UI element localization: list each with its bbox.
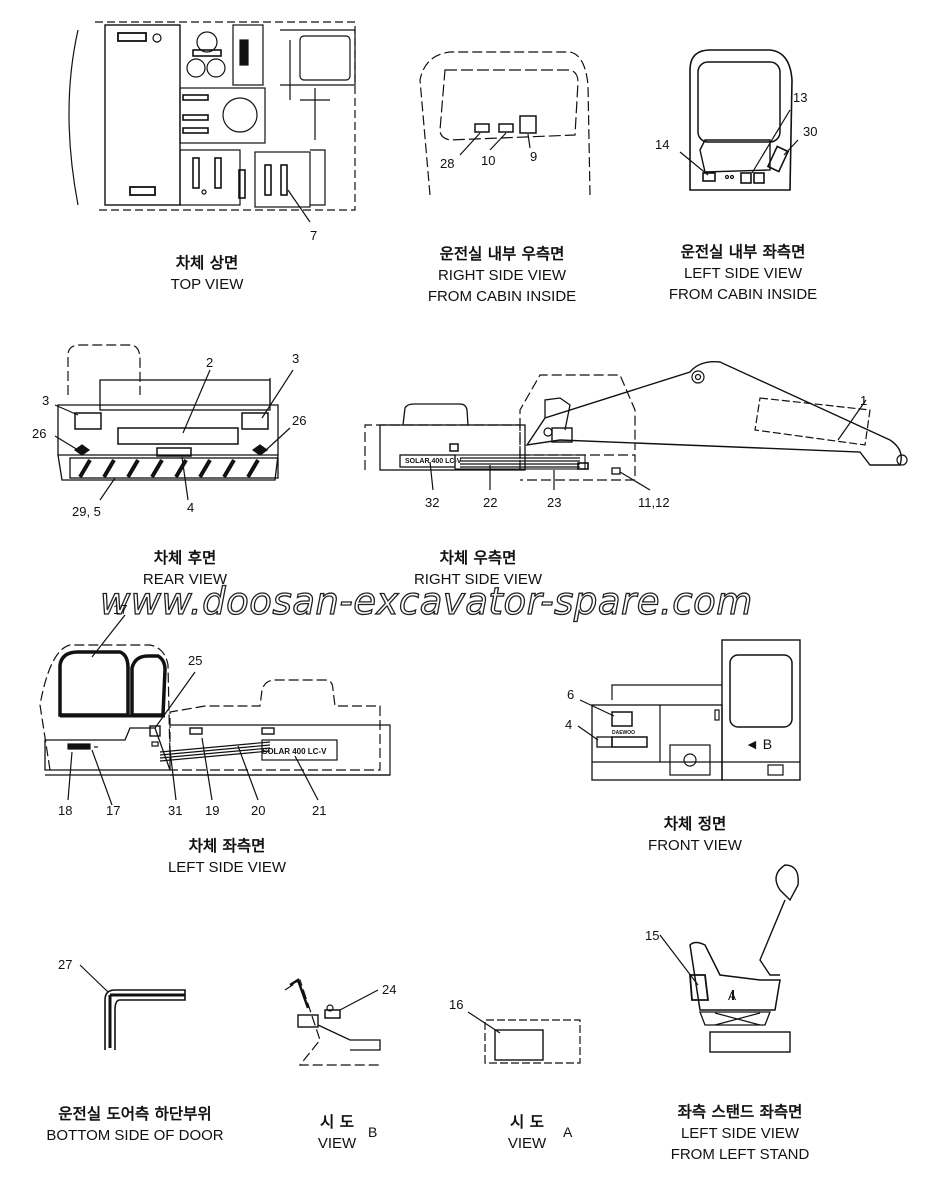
arrow-a-label: A <box>728 989 737 1003</box>
cabin-left-title-ko: 운전실 내부 좌측면 <box>680 243 806 261</box>
callout-2: 2 <box>206 355 214 370</box>
top-view-title-ko: 차체 상면 <box>175 254 239 272</box>
stand-title-en2: FROM LEFT STAND <box>670 1146 810 1163</box>
callout-7: 7 <box>310 228 318 243</box>
callout-3-left: 3 <box>42 393 50 408</box>
callout-25: 25 <box>188 653 203 668</box>
view-a-drawing <box>467 1011 581 1064</box>
view-b-letter: B <box>368 1124 378 1140</box>
cabin-right-caption: 운전실 내부 우측면 RIGHT SIDE VIEW FROM CABIN IN… <box>392 244 612 307</box>
callout-28: 28 <box>440 156 455 171</box>
view-b-title-en: VIEW <box>317 1135 357 1152</box>
callout-6: 6 <box>567 687 575 702</box>
callout-32: 32 <box>425 495 440 510</box>
callout-4-front: 4 <box>565 717 573 732</box>
callout-17-top: 17 <box>113 602 128 617</box>
callout-3-right: 3 <box>292 351 300 366</box>
door-bottom-title-en: BOTTOM SIDE OF DOOR <box>46 1127 224 1144</box>
callout-10: 10 <box>481 153 496 168</box>
view-b-title-ko: 시 도 <box>320 1113 354 1131</box>
top-view-drawing <box>68 21 356 223</box>
callout-24: 24 <box>382 982 397 997</box>
watermark: www.doosan-excavator-spare.com <box>99 579 753 623</box>
cabin-right-inside-drawing <box>419 51 591 196</box>
callout-27: 27 <box>58 957 73 972</box>
callout-30: 30 <box>803 124 818 139</box>
callout-16: 16 <box>449 997 464 1012</box>
door-bottom-drawing <box>79 964 186 1050</box>
cabin-left-title-en: LEFT SIDE VIEW <box>683 265 803 282</box>
right-side-view-drawing <box>364 361 908 491</box>
top-view-caption: 차체 상면 TOP VIEW <box>107 253 307 295</box>
door-bottom-title-ko: 운전실 도어측 하단부위 <box>58 1105 212 1123</box>
arrow-b-label: ◄ B <box>745 736 773 752</box>
callout-11-12: 11,12 <box>638 495 670 510</box>
callout-18: 18 <box>58 803 73 818</box>
view-b-caption: 시 도 VIEW <box>297 1112 377 1154</box>
left-side-title-en: LEFT SIDE VIEW <box>167 859 287 876</box>
callout-26-left: 26 <box>32 426 47 441</box>
view-a-title-en: VIEW <box>507 1135 547 1152</box>
view-a-title-ko: 시 도 <box>510 1113 544 1131</box>
front-view-title-ko: 차체 정면 <box>663 815 727 833</box>
callout-14: 14 <box>655 137 670 152</box>
view-a-caption: 시 도 VIEW <box>487 1112 567 1154</box>
stand-title-ko: 좌측 스탠드 좌측면 <box>677 1103 803 1121</box>
callout-26-right: 26 <box>292 413 307 428</box>
callout-19: 19 <box>205 803 220 818</box>
cabin-right-title-en: RIGHT SIDE VIEW <box>437 267 567 284</box>
callout-9: 9 <box>530 149 538 164</box>
solar-decal-left: SOLAR 400 LC-V <box>262 747 327 756</box>
callout-15: 15 <box>645 928 660 943</box>
seat-drawing <box>659 864 799 1053</box>
callout-23: 23 <box>547 495 562 510</box>
right-side-title-ko: 차체 우측면 <box>439 549 517 567</box>
door-bottom-caption: 운전실 도어측 하단부위 BOTTOM SIDE OF DOOR <box>20 1104 250 1146</box>
front-view-caption: 차체 정면 FRONT VIEW <box>595 814 795 856</box>
callout-13: 13 <box>793 90 808 105</box>
left-side-view-drawing <box>39 614 391 806</box>
rear-view-drawing <box>54 344 294 501</box>
view-b-drawing <box>284 978 381 1066</box>
cabin-right-title-ko: 운전실 내부 우측면 <box>439 245 565 263</box>
solar-decal-right: SOLAR 400 LC-V <box>405 458 462 465</box>
rear-view-title-en: REAR VIEW <box>142 571 228 588</box>
daewoo-decal: DAEWOO <box>612 730 636 736</box>
callout-31: 31 <box>168 803 183 818</box>
right-side-caption: 차체 우측면 RIGHT SIDE VIEW <box>378 548 578 590</box>
view-a-letter: A <box>563 1124 573 1140</box>
cabin-left-title-en2: FROM CABIN INSIDE <box>668 286 818 303</box>
callout-22: 22 <box>483 495 498 510</box>
callout-20: 20 <box>251 803 266 818</box>
cabin-left-inside-drawing <box>679 49 799 191</box>
front-view-drawing <box>577 639 801 781</box>
right-side-title-en: RIGHT SIDE VIEW <box>413 571 543 588</box>
callout-17-bottom: 17 <box>106 803 121 818</box>
top-view-title-en: TOP VIEW <box>170 276 244 293</box>
rear-view-title-ko: 차체 후면 <box>153 549 217 567</box>
callout-29-5: 29, 5 <box>72 504 101 519</box>
cabin-right-title-en2: FROM CABIN INSIDE <box>427 288 577 305</box>
left-side-title-ko: 차체 좌측면 <box>188 837 266 855</box>
stand-caption: 좌측 스탠드 좌측면 LEFT SIDE VIEW FROM LEFT STAN… <box>630 1102 850 1165</box>
stand-title-en: LEFT SIDE VIEW <box>680 1125 800 1142</box>
cabin-left-caption: 운전실 내부 좌측면 LEFT SIDE VIEW FROM CABIN INS… <box>633 242 853 305</box>
front-view-title-en: FRONT VIEW <box>648 837 742 854</box>
left-side-caption: 차체 좌측면 LEFT SIDE VIEW <box>127 836 327 878</box>
callout-4-rear: 4 <box>187 500 195 515</box>
rear-view-caption: 차체 후면 REAR VIEW <box>95 548 275 590</box>
callout-1: 1 <box>860 393 868 408</box>
callout-21: 21 <box>312 803 327 818</box>
